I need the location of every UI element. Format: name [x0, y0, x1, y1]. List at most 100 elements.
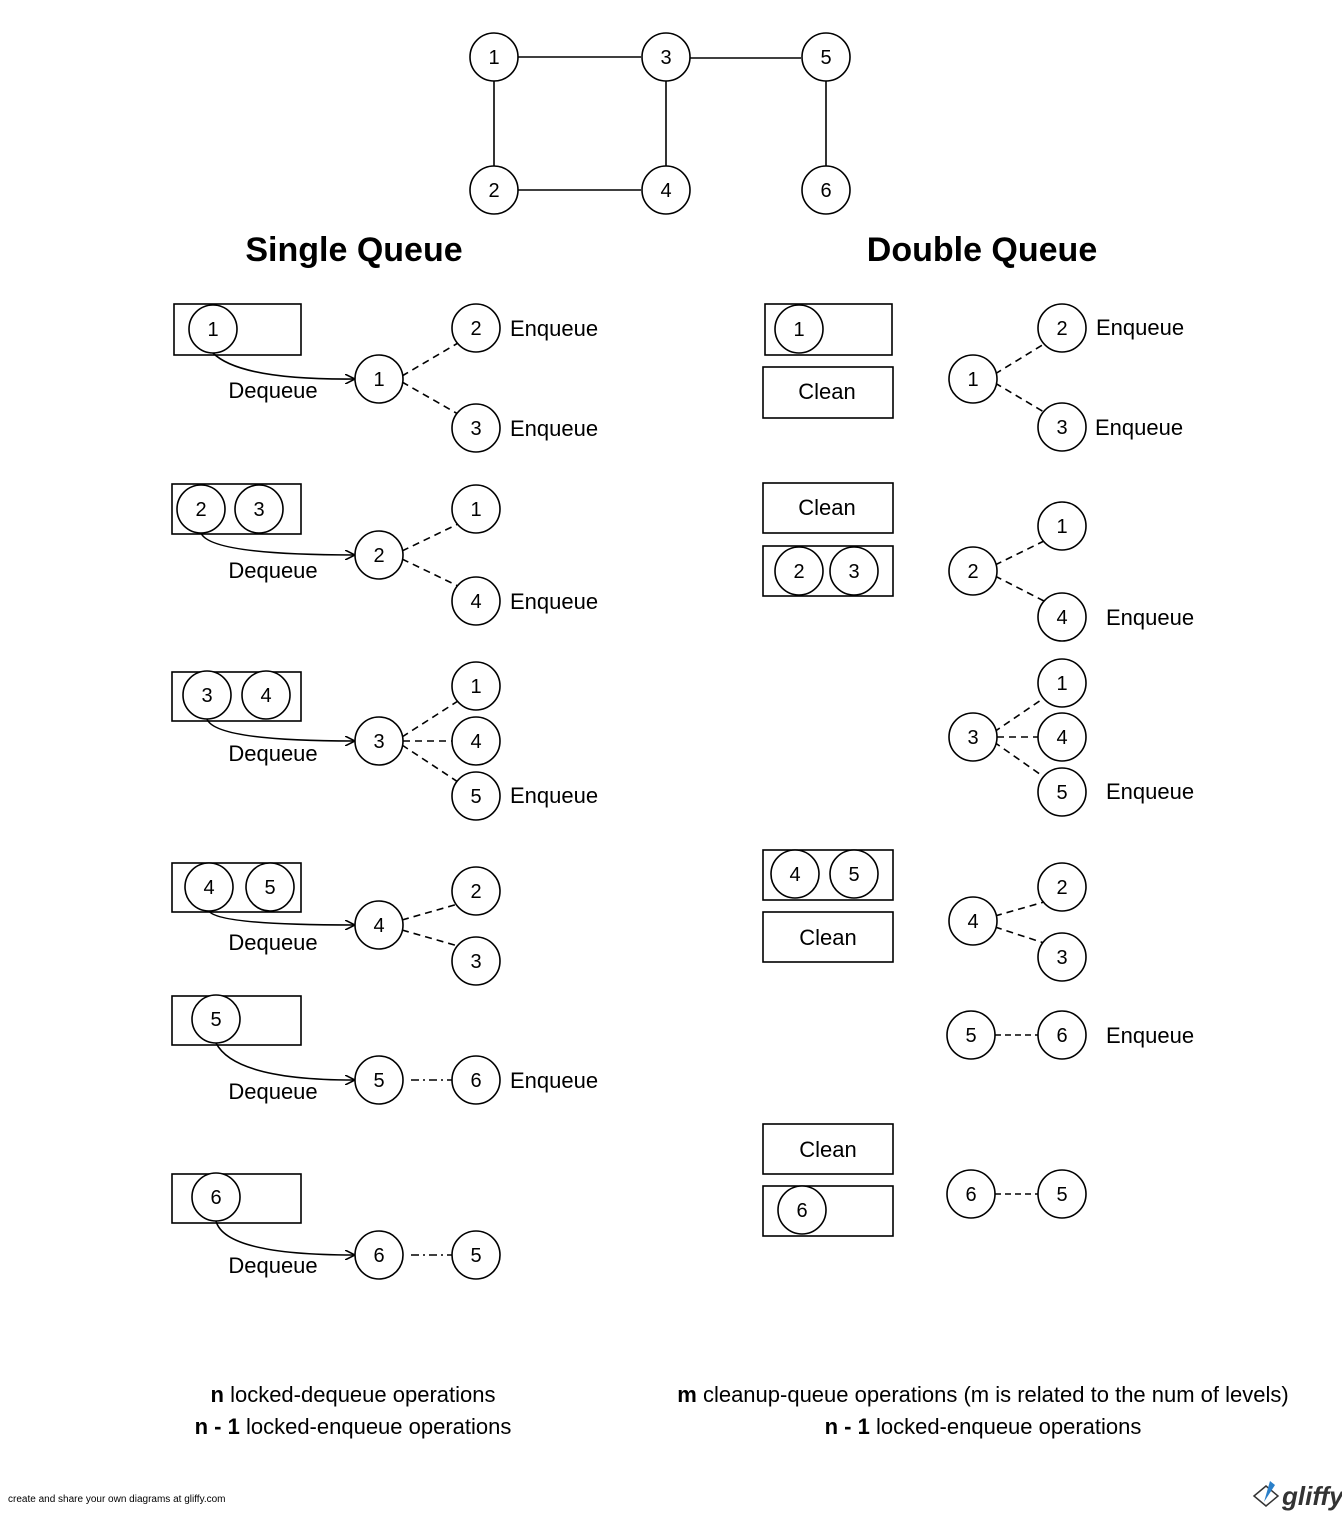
dequeue-arrow	[215, 1220, 354, 1255]
neighbor-node	[1037, 862, 1087, 912]
current-node-label: 6	[373, 1245, 384, 1267]
neighbor-node	[451, 484, 501, 534]
double-queue-group-4: Clean 6	[762, 1123, 894, 1237]
current-node	[948, 896, 998, 946]
neighbor-node-label: 5	[470, 786, 481, 808]
graph-node-label: 2	[488, 180, 499, 202]
current-node	[948, 546, 998, 596]
single-queue-step-5: 5 Dequeue 5 6 Enqueue	[171, 994, 598, 1105]
graph-node-4: 4	[641, 165, 691, 215]
dequeue-label: Dequeue	[228, 1079, 317, 1104]
dequeue-arrow	[208, 910, 354, 925]
neighbor-node-label: 1	[470, 676, 481, 698]
neighbor-node-label: 5	[1056, 782, 1067, 804]
neighbor-edge	[401, 381, 459, 415]
queue-item-label: 2	[195, 499, 206, 521]
neighbor-node-label: 4	[470, 591, 481, 613]
clean-label: Clean	[798, 495, 855, 520]
queue-item-label: 5	[264, 877, 275, 899]
single-queue-steps: 1 Dequeue 1 2 Enqueue 3 Enqueue 2 3 Dequ…	[171, 303, 598, 1280]
single-queue-step-4: 4 5 Dequeue 4 2 3	[171, 862, 501, 986]
queue-item-label: 4	[203, 877, 214, 899]
neighbor-node	[1037, 303, 1087, 353]
queue-item	[777, 1185, 827, 1235]
queue-item-label: 1	[207, 319, 218, 341]
neighbor-edge	[401, 558, 459, 587]
neighbor-node	[1037, 712, 1087, 762]
neighbor-node-label: 5	[1056, 1184, 1067, 1206]
gliffy-logo: gliffy	[1252, 1481, 1342, 1511]
double-queue-expansion-6: 6 5	[946, 1169, 1087, 1219]
queue-item-label: 6	[796, 1200, 807, 1222]
current-node-label: 1	[373, 369, 384, 391]
neighbor-node-label: 4	[470, 731, 481, 753]
neighbor-node	[1037, 402, 1087, 452]
summary-line: n locked-dequeue operations	[211, 1382, 496, 1407]
neighbor-edge	[994, 901, 1045, 917]
neighbor-node-label: 3	[470, 951, 481, 973]
current-node-label: 3	[967, 727, 978, 749]
queue-item-label: 3	[848, 561, 859, 583]
neighbor-edge	[401, 929, 459, 947]
neighbor-node-label: 2	[1056, 877, 1067, 899]
single-queue-step-2: 2 3 Dequeue 2 1 4 Enqueue	[171, 483, 598, 626]
graph-node-1: 1	[469, 32, 519, 82]
dequeue-arrow	[200, 532, 354, 555]
clean-queue-box	[762, 482, 894, 534]
current-node	[354, 354, 404, 404]
neighbor-node	[1037, 592, 1087, 642]
double-queue-expansions: 1 2 Enqueue 3 Enqueue 2 1 4 Enqueue 3	[946, 303, 1194, 1219]
double-queue-queues: 1 Clean Clean 2 3 4 5 Clean Clean	[762, 303, 894, 1237]
neighbor-node-label: 3	[1056, 947, 1067, 969]
neighbor-edge	[994, 540, 1045, 566]
queue-item-label: 1	[793, 319, 804, 341]
double-queue-expansion-1: 1 2 Enqueue 3 Enqueue	[948, 303, 1184, 452]
neighbor-edge	[994, 926, 1045, 944]
summary-text: cleanup-queue operations (m is related t…	[697, 1382, 1289, 1407]
double-queue-group-3: 4 5 Clean	[762, 849, 894, 963]
double-queue-group-1: 1 Clean	[762, 303, 894, 419]
enqueue-label: Enqueue	[510, 589, 598, 614]
current-node	[354, 1230, 404, 1280]
neighbor-edge	[993, 697, 1045, 733]
neighbor-node-label: 3	[1056, 417, 1067, 439]
clean-queue-box	[762, 911, 894, 963]
neighbor-node-label: 5	[470, 1245, 481, 1267]
neighbor-edge	[994, 382, 1045, 413]
queue-item	[770, 849, 820, 899]
gliffy-credit-link[interactable]: create and share your own diagrams at gl…	[8, 1494, 226, 1505]
neighbor-node-label: 6	[1056, 1025, 1067, 1047]
neighbor-node-label: 1	[1056, 673, 1067, 695]
current-node-label: 4	[967, 911, 978, 933]
neighbor-node	[1037, 1169, 1087, 1219]
neighbor-node-label: 2	[470, 318, 481, 340]
neighbor-node	[451, 716, 501, 766]
dequeue-arrow	[206, 718, 354, 741]
neighbor-node	[451, 403, 501, 453]
neighbor-node	[451, 303, 501, 353]
graph-node-5: 5	[801, 32, 851, 82]
single-queue-step-3: 3 4 Dequeue 3 1 4 5 Enqueue	[171, 661, 598, 821]
queue-item-label: 2	[793, 561, 804, 583]
neighbor-node-label: 2	[470, 881, 481, 903]
neighbor-node	[1037, 1010, 1087, 1060]
summary-line: n - 1 locked-enqueue operations	[195, 1414, 512, 1439]
graph-node-label: 1	[488, 47, 499, 69]
double-queue-expansion-3: 3 1 4 5 Enqueue	[948, 658, 1194, 817]
neighbor-node	[451, 866, 501, 916]
dequeue-label: Dequeue	[228, 558, 317, 583]
neighbor-node	[451, 771, 501, 821]
double-queue-expansion-4: 4 2 3	[948, 862, 1087, 982]
summary-bold: n - 1	[825, 1414, 870, 1439]
clean-queue-box	[762, 366, 894, 419]
dequeue-label: Dequeue	[228, 1253, 317, 1278]
current-node-label: 2	[373, 545, 384, 567]
neighbor-node-label: 4	[1056, 607, 1067, 629]
current-node-label: 2	[967, 561, 978, 583]
double-queue-summary: m cleanup-queue operations (m is related…	[677, 1382, 1288, 1439]
current-node	[946, 1010, 996, 1060]
summary-text: locked-enqueue operations	[870, 1414, 1142, 1439]
clean-label: Clean	[799, 925, 856, 950]
current-node	[948, 712, 998, 762]
